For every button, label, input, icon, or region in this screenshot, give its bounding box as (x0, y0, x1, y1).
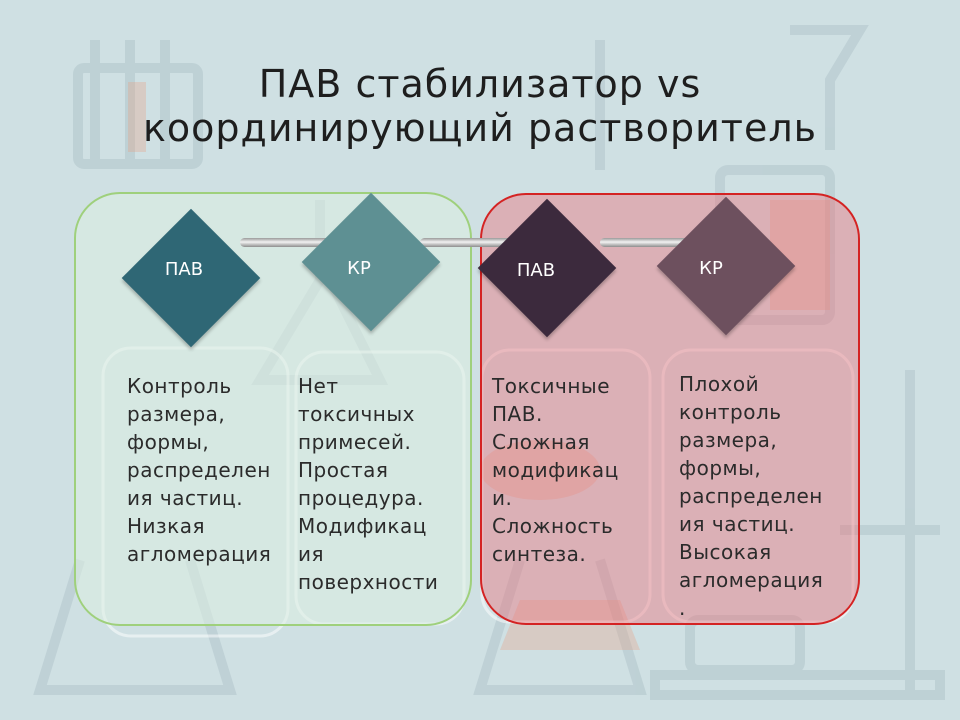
title-line-1: ПАВ стабилизатор vs (258, 62, 702, 106)
diamond-pav-right-label: ПАВ (516, 260, 556, 281)
connector-rod-left (240, 238, 360, 247)
connector-rod-right (600, 238, 700, 247)
column-pav-advantages: Контроль размера, формы, распределен ия … (127, 374, 272, 566)
diamond-kr-left-label: КР (347, 258, 371, 279)
connector-rod-middle (420, 238, 520, 247)
column-kr-advantages: Нет токсичных примесей. Простая процедур… (298, 374, 439, 594)
diamond-pav-left-label: ПАВ (164, 259, 204, 280)
slide-title: ПАВ стабилизатор vs координирующий раств… (60, 62, 900, 150)
column-pav-disadvantages: Токсичные ПАВ. Сложная модификац и. Слож… (492, 374, 619, 566)
diamond-kr-right-label: КР (699, 258, 723, 279)
column-kr-disadvantages: Плохой контроль размера, формы, распреде… (679, 372, 824, 620)
title-line-2: координирующий растворитель (142, 106, 818, 150)
